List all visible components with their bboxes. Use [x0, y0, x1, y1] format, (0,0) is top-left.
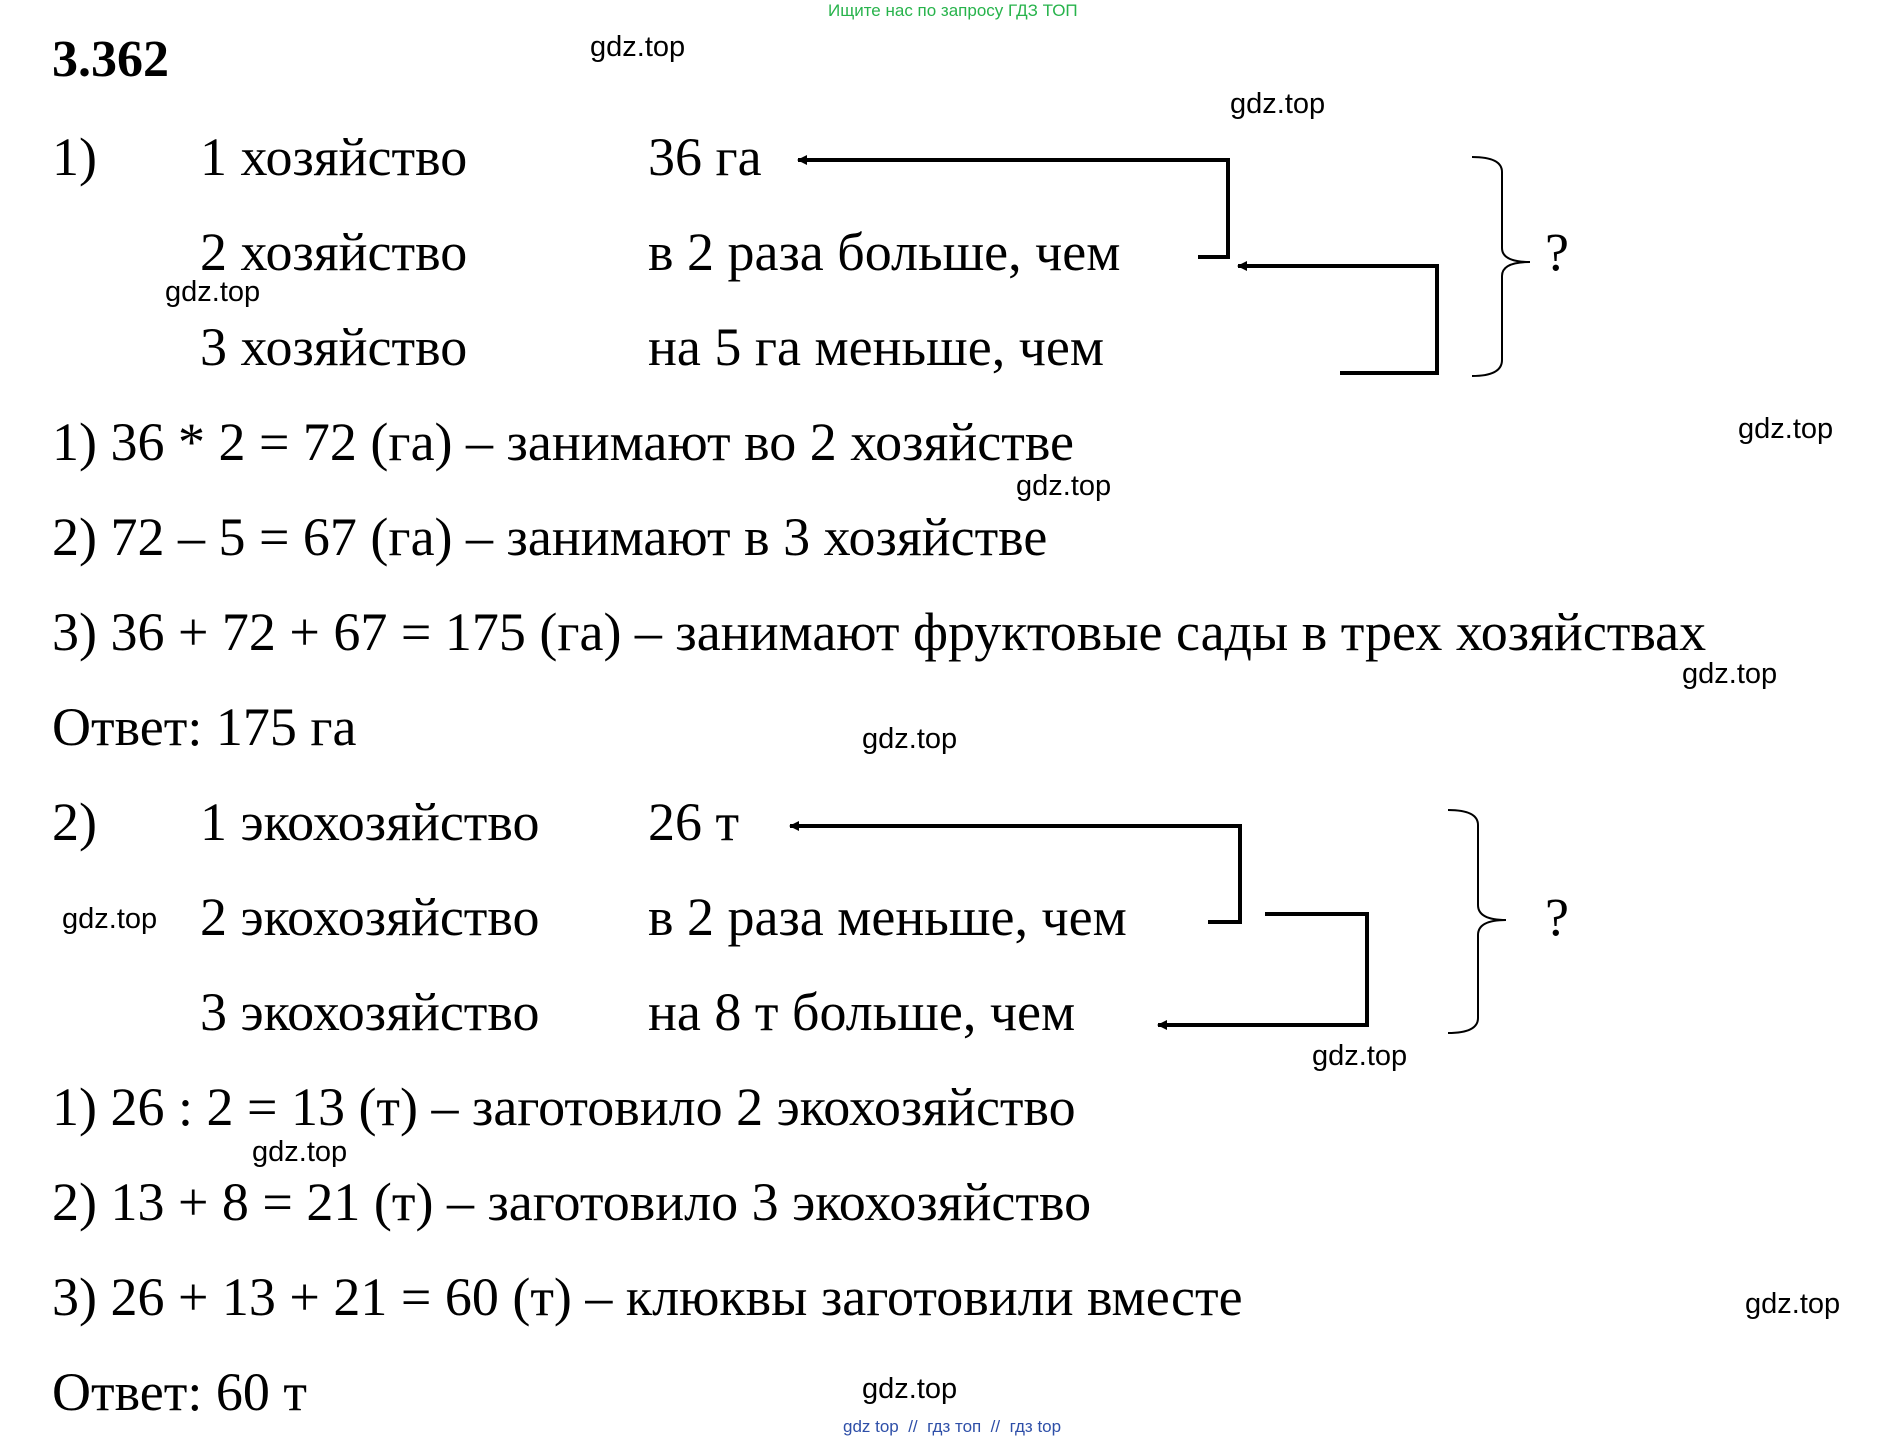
part2-row1-name: 1 экохозяйство: [200, 792, 540, 852]
part2-step1: 1) 26 : 2 = 13 (т) – заготовило 2 экохоз…: [52, 1077, 1076, 1137]
top-banner: Ищите нас по запросу ГДЗ ТОП: [828, 1, 1078, 20]
footer-links[interactable]: gdz top // гдз топ // гдз top: [843, 1417, 1062, 1436]
part1-question-mark: ?: [1545, 222, 1569, 282]
part1-row1-name: 1 хозяйство: [200, 127, 468, 187]
part2-row1-value: 26 т: [648, 792, 740, 852]
part1-step3: 3) 36 + 72 + 67 = 175 (га) – занимают фр…: [52, 602, 1707, 662]
part1-row1-value: 36 га: [648, 127, 762, 187]
part1-brace: [1471, 156, 1531, 377]
watermark: gdz.top: [1738, 413, 1834, 445]
watermark: gdz.top: [1745, 1288, 1841, 1320]
part2-brace: [1447, 809, 1507, 1034]
part1-answer: Ответ: 175 га: [52, 697, 357, 757]
part2-row3-name: 3 экохозяйство: [200, 982, 540, 1042]
watermark: gdz.top: [1016, 470, 1112, 502]
part1-row3-name: 3 хозяйство: [200, 317, 468, 377]
watermark: gdz.top: [1682, 658, 1778, 690]
watermark: gdz.top: [862, 723, 958, 755]
watermark: gdz.top: [252, 1136, 348, 1168]
watermark: gdz.top: [862, 1373, 958, 1405]
part2-row2-name: 2 экохозяйство: [200, 887, 540, 947]
part1-row3-value: на 5 га меньше, чем: [648, 317, 1104, 377]
part1-row2-value: в 2 раза больше, чем: [648, 222, 1121, 282]
part2-question-mark: ?: [1545, 887, 1569, 947]
part1-step1: 1) 36 * 2 = 72 (га) – занимают во 2 хозя…: [52, 412, 1074, 472]
watermark: gdz.top: [1312, 1040, 1408, 1072]
watermark: gdz.top: [1230, 88, 1326, 120]
watermark: gdz.top: [590, 31, 686, 63]
part2-row3-value: на 8 т больше, чем: [648, 982, 1076, 1042]
part1-arrow-row2-to-row1: [797, 155, 1230, 259]
watermark: gdz.top: [62, 903, 158, 935]
part2-arrow-row2-to-row3: [1157, 912, 1369, 1030]
watermark: gdz.top: [165, 276, 261, 308]
part2-answer: Ответ: 60 т: [52, 1362, 307, 1422]
part1-row2-name: 2 хозяйство: [200, 222, 468, 282]
part1-label: 1): [52, 127, 97, 187]
part2-arrow-row2-to-row1: [789, 821, 1242, 924]
part2-step2: 2) 13 + 8 = 21 (т) – заготовило 3 экохоз…: [52, 1172, 1092, 1232]
part2-row2-value: в 2 раза меньше, чем: [648, 887, 1127, 947]
part2-label: 2): [52, 792, 97, 852]
part2-step3: 3) 26 + 13 + 21 = 60 (т) – клюквы загото…: [52, 1267, 1243, 1327]
problem-number: 3.362: [52, 31, 169, 88]
part1-step2: 2) 72 – 5 = 67 (га) – занимают в 3 хозяй…: [52, 507, 1048, 567]
part1-arrow-row3-to-row2: [1237, 261, 1439, 375]
